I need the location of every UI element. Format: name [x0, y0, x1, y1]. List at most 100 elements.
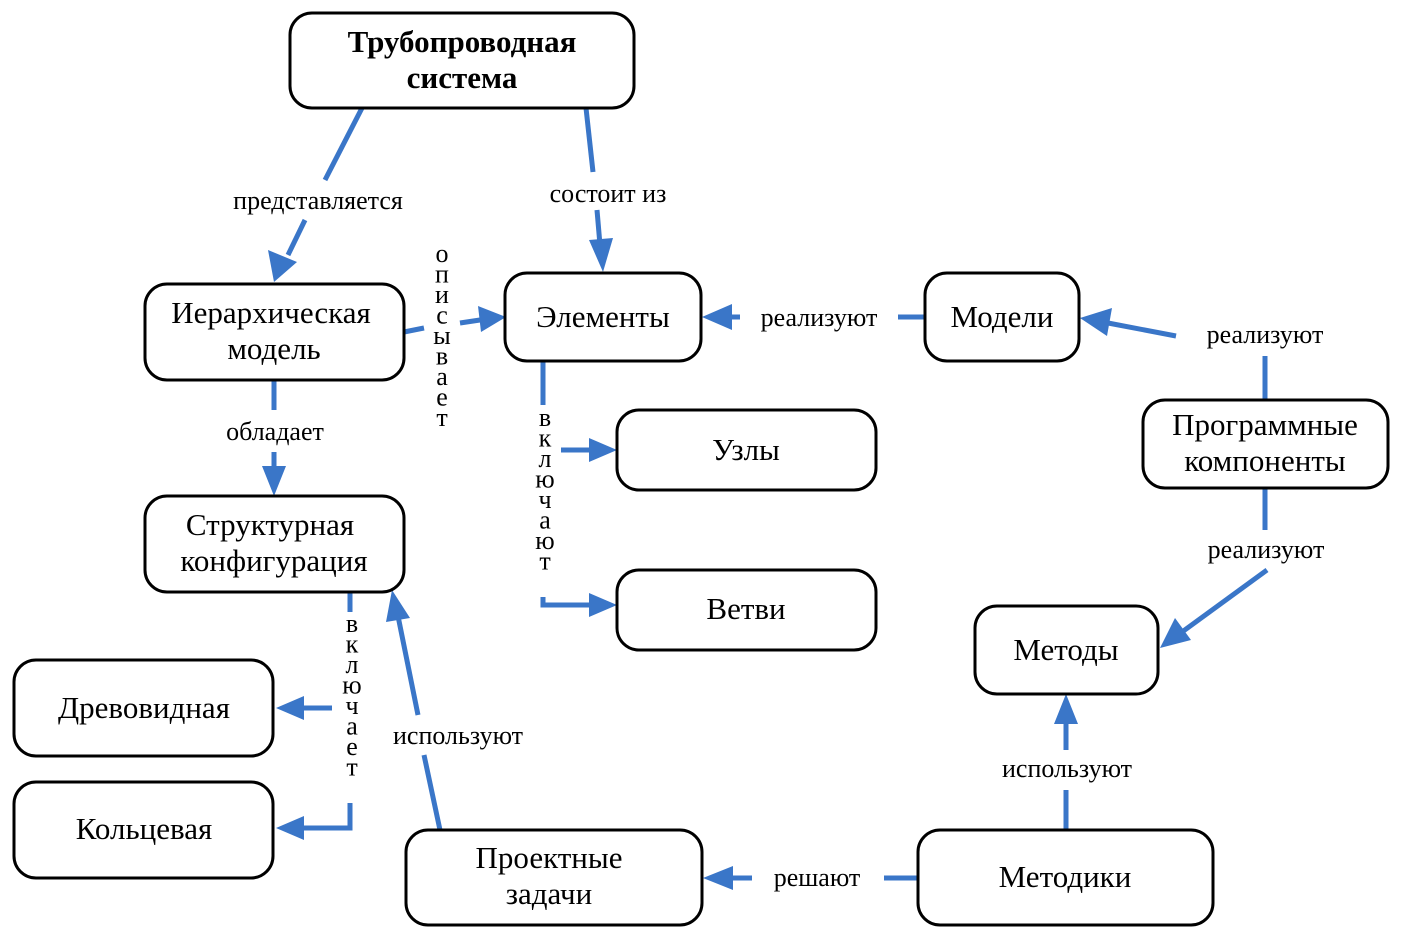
edge-label-letter: в	[346, 609, 358, 638]
edge-label-letter: т	[346, 753, 357, 782]
edge-software-implement-models: реализуют	[1080, 308, 1323, 400]
edge-represented: представляется	[233, 106, 403, 282]
node-hierarchical-model[interactable]: Иерархическая модель	[143, 282, 406, 382]
node-label: система	[407, 60, 518, 95]
edge-line	[322, 106, 365, 182]
node-nodes[interactable]: Узлы	[615, 408, 878, 492]
edge-label-letter: а	[346, 712, 358, 741]
edge-label-letter: ч	[345, 691, 358, 720]
node-label: Узлы	[712, 432, 780, 467]
edge-label-use-methods: используют	[1002, 754, 1132, 783]
edge-line	[395, 615, 421, 716]
node-pipeline-system[interactable]: Трубопроводная система	[288, 11, 636, 110]
arrowhead-icon	[386, 590, 410, 622]
node-techniques[interactable]: Методики	[916, 828, 1215, 927]
node-design-tasks[interactable]: Проектные задачи	[404, 828, 704, 927]
edge-label-models-implement: реализуют	[761, 303, 878, 332]
arrowhead-icon	[589, 438, 617, 462]
node-label: Методики	[999, 859, 1132, 894]
edge-label-software-implement-models: реализуют	[1207, 320, 1324, 349]
edge-label-letter: и	[435, 280, 449, 309]
arrowhead-icon	[1160, 618, 1191, 648]
node-label: задачи	[506, 876, 592, 911]
edge-consists-of: состоит из	[550, 107, 667, 272]
edge-label-letter: е	[436, 383, 448, 412]
edge-line	[302, 803, 353, 831]
edge-models-implement: реализуют	[702, 303, 924, 332]
node-label: Кольцевая	[76, 811, 212, 846]
node-label: Древовидная	[58, 690, 230, 725]
nodes: Трубопроводная система Иерархическая мод…	[12, 11, 1390, 927]
arrowhead-icon	[276, 696, 304, 720]
node-methods[interactable]: Методы	[973, 604, 1160, 696]
node-tree-like[interactable]: Древовидная	[12, 658, 275, 758]
edge-line	[459, 317, 481, 326]
node-label: компоненты	[1184, 443, 1346, 478]
edge-line	[583, 107, 596, 173]
edge-line	[1107, 320, 1177, 339]
arrowhead-icon	[703, 866, 733, 890]
edge-line	[421, 754, 443, 831]
edge-use-methods: используют	[1002, 694, 1132, 830]
arrowhead-icon	[589, 238, 613, 272]
edge-label-letter: а	[539, 506, 551, 535]
arrowhead-icon	[276, 816, 304, 840]
node-models[interactable]: Модели	[923, 271, 1081, 363]
arrowhead-icon	[262, 466, 286, 496]
edge-label-letter: л	[346, 650, 359, 679]
edge-label-letter: ю	[342, 671, 361, 700]
node-label: модель	[227, 331, 320, 366]
node-label: Иерархическая	[171, 295, 371, 330]
edge-label-letter: к	[539, 424, 552, 453]
edge-line	[403, 325, 425, 335]
node-label: Модели	[951, 299, 1054, 334]
edge-line	[540, 597, 592, 608]
edge-label-letter: т	[539, 547, 550, 576]
edge-label-use-config: используют	[393, 721, 523, 750]
edge-label-letter: о	[436, 239, 449, 268]
edge-line	[285, 218, 308, 257]
edge-label-letter: п	[435, 260, 449, 289]
edge-possesses: обладает	[226, 381, 324, 496]
edge-solve: решают	[703, 863, 918, 892]
edge-label-letter: л	[539, 444, 552, 473]
edge-label-software-implement-methods: реализуют	[1208, 535, 1325, 564]
edge-label-letter: а	[436, 362, 448, 391]
node-label: Программные	[1172, 407, 1358, 442]
edge-use-config: используют	[386, 590, 523, 831]
node-label: Трубопроводная	[348, 24, 577, 59]
node-branches[interactable]: Ветви	[615, 568, 878, 652]
arrowhead-icon	[478, 306, 506, 332]
edge-label-letter: т	[436, 403, 447, 432]
arrowhead-icon	[702, 304, 732, 330]
node-ring[interactable]: Кольцевая	[12, 780, 275, 880]
edge-label-consists-of: состоит из	[550, 179, 667, 208]
node-label: Ветви	[706, 591, 785, 626]
edge-software-implement-methods: реализуют	[1160, 488, 1324, 648]
edge-label-letter: к	[346, 630, 359, 659]
arrowhead-icon	[1054, 694, 1078, 724]
edge-label-letter: ч	[538, 485, 551, 514]
arrowhead-icon	[1080, 308, 1112, 336]
edge-line	[1180, 567, 1269, 635]
node-structural-configuration[interactable]: Структурная конфигурация	[143, 494, 406, 594]
edge-label-letter: в	[436, 342, 448, 371]
edge-label-letter: ю	[535, 526, 554, 555]
edge-label-letter: в	[539, 403, 551, 432]
node-label: Проектные	[476, 840, 623, 875]
node-elements[interactable]: Элементы	[503, 271, 703, 363]
node-software-components[interactable]: Программные компоненты	[1141, 398, 1390, 490]
node-label: Элементы	[536, 299, 670, 334]
arrowhead-icon	[589, 593, 617, 617]
edge-label-letter: е	[346, 732, 358, 761]
edge-label-letter: ы	[433, 321, 450, 350]
edge-label-possesses: обладает	[226, 417, 324, 446]
